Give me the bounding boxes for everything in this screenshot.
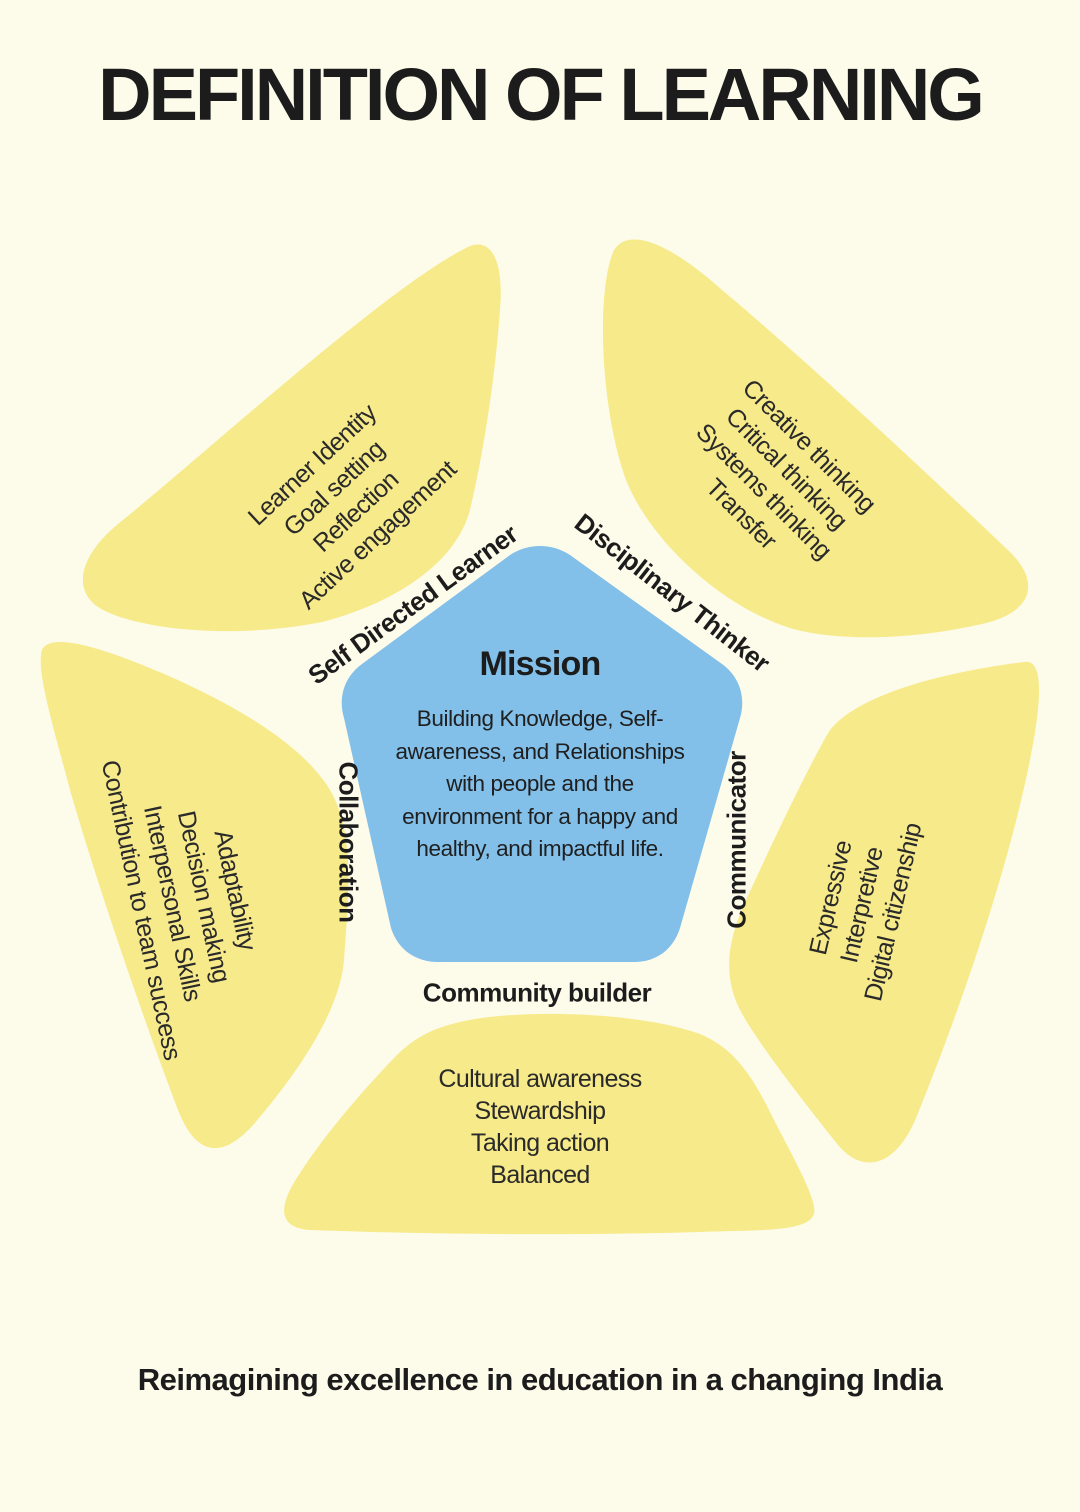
list-item: Cultural awareness bbox=[438, 1065, 642, 1093]
petal-communicator bbox=[729, 661, 1040, 1163]
petal-collaboration bbox=[40, 641, 349, 1149]
page-title: DEFINITION OF LEARNING bbox=[98, 53, 985, 136]
mission-title: Mission bbox=[479, 645, 602, 683]
list-item: Balanced bbox=[490, 1161, 590, 1189]
petal-disciplinary-thinker bbox=[602, 239, 1029, 638]
mission-text: Building Knowledge, Self-awareness, and … bbox=[395, 706, 685, 861]
petal-self-directed-learner bbox=[82, 244, 501, 632]
list-item: Taking action bbox=[470, 1129, 610, 1157]
role-community-builder: Community builder bbox=[422, 977, 652, 1008]
list-community-builder: Cultural awareness Stewardship Taking ac… bbox=[438, 1063, 642, 1191]
role-communicator: Communicator bbox=[721, 751, 752, 929]
list-item: Stewardship bbox=[474, 1097, 607, 1125]
petal-community-builder bbox=[284, 1013, 815, 1235]
mission-pentagon bbox=[341, 546, 743, 962]
role-collaboration: Collaboration bbox=[333, 761, 364, 923]
footer-tagline: Reimagining excellence in education in a… bbox=[137, 1362, 943, 1397]
